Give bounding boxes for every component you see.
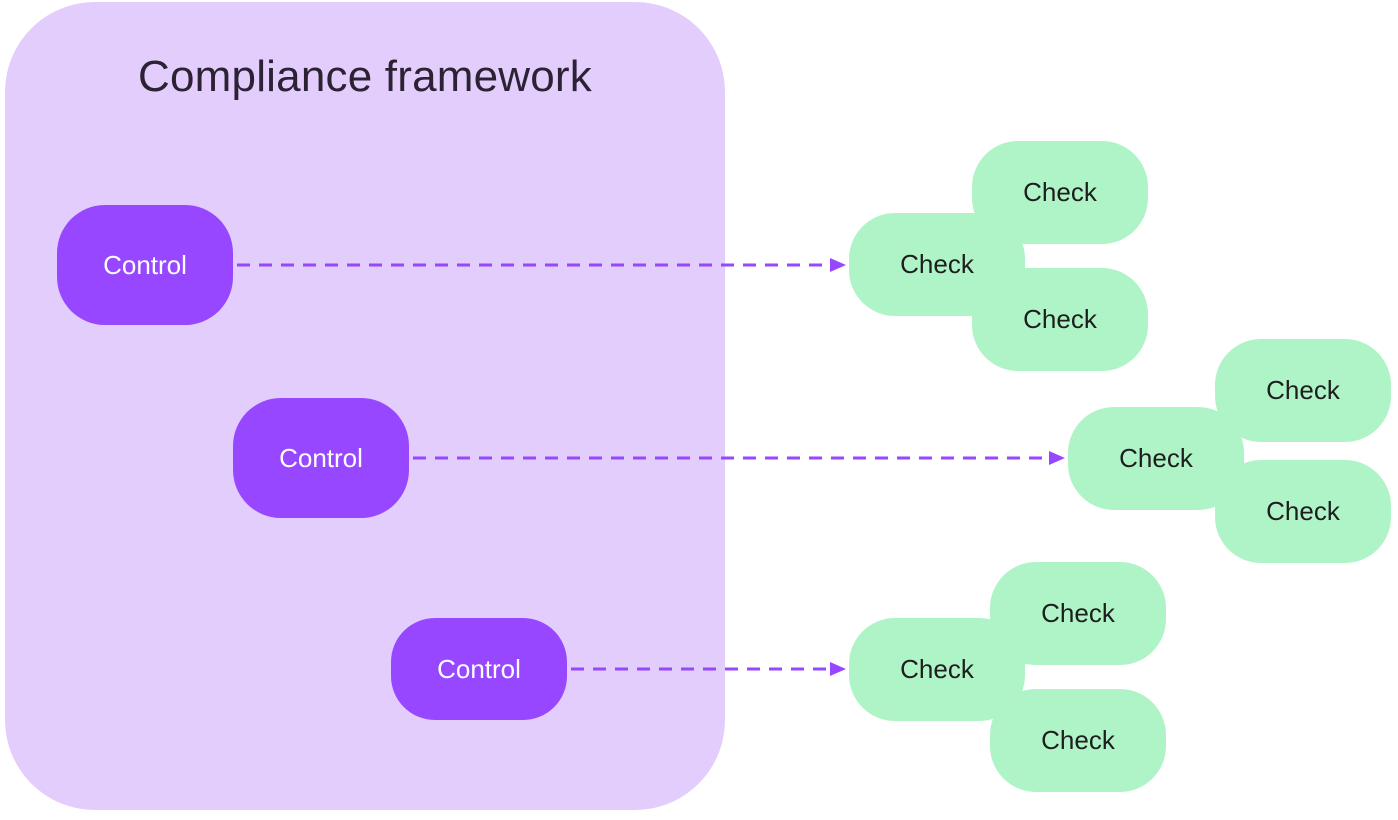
control-node-2[interactable]: Control <box>233 398 409 518</box>
control-node-3[interactable]: Control <box>391 618 567 720</box>
control-node-1[interactable]: Control <box>57 205 233 325</box>
check-node-3-main[interactable]: Check <box>849 618 1025 721</box>
check-node-1-main[interactable]: Check <box>849 213 1025 316</box>
check-node-2-top[interactable]: Check <box>1215 339 1391 442</box>
framework-title: Compliance framework <box>138 52 592 101</box>
check-node-2-main[interactable]: Check <box>1068 407 1244 510</box>
check-node-2-bottom[interactable]: Check <box>1215 460 1391 563</box>
check-node-3-bottom[interactable]: Check <box>990 689 1166 792</box>
